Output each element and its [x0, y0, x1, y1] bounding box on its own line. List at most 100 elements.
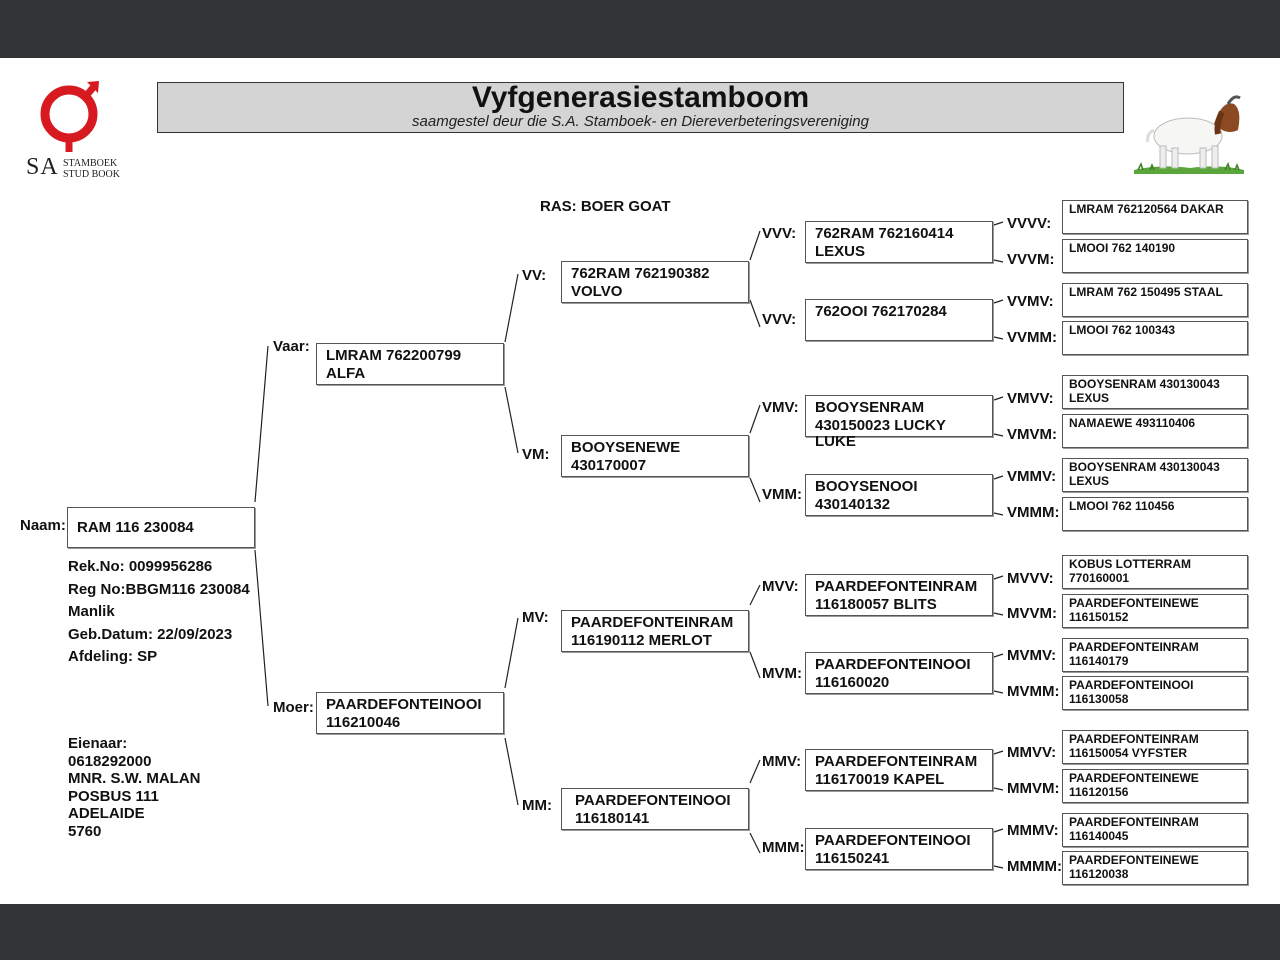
- ancestor-MMM-line-2: 116150241: [815, 850, 890, 867]
- ancestor-MMV-line-2: 116170019 KAPEL: [815, 771, 945, 788]
- ancestor-MV-line-1: PAARDEFONTEINRAM: [571, 614, 734, 631]
- label-VVVM: VVVM:: [1007, 251, 1055, 268]
- section: Afdeling: SP: [68, 648, 158, 665]
- label-VMMV: VMMV:: [1007, 468, 1057, 485]
- ancestor-box-VVVV: LMRAM 762120564 DAKAR: [1062, 200, 1248, 234]
- ancestor-box-VV: 762RAM 762190382 VOLVO: [561, 261, 749, 303]
- ancestor-box-VVM: 762OOI 762170284: [805, 299, 993, 341]
- ancestor-box-MMV: PAARDEFONTEINRAM 116170019 KAPEL: [805, 749, 993, 791]
- registration-account-number: Rek.No: 0099956286: [68, 558, 213, 575]
- ancestor-box-VMV: BOOYSENRAM 430150023 LUCKY LUKE: [805, 395, 993, 449]
- ancestor-MVV-line-1: PAARDEFONTEINRAM: [815, 578, 978, 595]
- ancestor-VMV-line-2: 430150023 LUCKY: [815, 417, 946, 434]
- label-VV: VV:: [522, 267, 547, 284]
- label-MMMM: MMMM:: [1007, 858, 1062, 875]
- ancestor-box-MVMV: PAARDEFONTEINRAM 116140179: [1062, 638, 1248, 672]
- label-VMVM: VMVM:: [1007, 426, 1057, 443]
- ancestor-box-VVVM: LMOOI 762 140190: [1062, 239, 1248, 273]
- ancestor-VVMV-line-1: LMRAM 762 150495 STAAL: [1069, 285, 1223, 299]
- label-MVMV: MVMV:: [1007, 647, 1057, 664]
- dam-box: PAARDEFONTEINOOI 116210046: [316, 692, 504, 734]
- registration-number: Reg No:BBGM116 230084: [68, 580, 250, 598]
- ancestor-MMMM-line-2: 116120038: [1069, 867, 1129, 881]
- label-MVV: MVV:: [762, 578, 799, 595]
- ancestor-VMV-line-3: LUKE: [815, 433, 856, 450]
- ancestor-MM-line-2: 116180141: [575, 810, 650, 827]
- animal-details: Rek.No: 0099956286 Reg No:BBGM116 230084…: [68, 556, 250, 669]
- ancestor-box-VMM: BOOYSENOOI 430140132: [805, 474, 993, 516]
- sire-line-1: LMRAM 762200799: [326, 347, 462, 364]
- ancestor-MMMV-line-1: PAARDEFONTEINRAM: [1069, 815, 1199, 829]
- ancestor-VVMM-line-1: LMOOI 762 100343: [1069, 323, 1176, 337]
- ancestor-box-MMVM: PAARDEFONTEINEWE 116120156: [1062, 769, 1248, 803]
- animal-name-box: RAM 116 230084: [67, 507, 255, 548]
- dam-label: Moer:: [273, 699, 314, 716]
- ancestor-MVVV-line-2: 770160001: [1069, 571, 1130, 585]
- ancestor-MVVM-line-1: PAARDEFONTEINEWE: [1069, 596, 1199, 610]
- animal-name-label: Naam:: [20, 517, 66, 534]
- label-VMMM: VMMM:: [1007, 504, 1060, 521]
- owner-details: Eienaar: 0618292000 MNR. S.W. MALAN POSB…: [68, 735, 201, 841]
- ancestor-VM-line-2: 430170007: [571, 457, 647, 474]
- sa-studbook-logo: SA STAMBOEK STUD BOOK: [24, 80, 134, 180]
- label-VMVV: VMVV:: [1007, 390, 1054, 407]
- top-frame-bar: [0, 0, 1280, 58]
- owner-postal-box: POSBUS 111: [68, 787, 159, 805]
- page-subtitle: saamgestel deur die S.A. Stamboek- en Di…: [412, 113, 869, 130]
- ancestor-MMV-line-1: PAARDEFONTEINRAM: [815, 753, 978, 770]
- label-MMVM: MMVM:: [1007, 780, 1060, 797]
- label-VVMV: VVMV:: [1007, 293, 1054, 310]
- ancestor-box-VMMM: LMOOI 762 110456: [1062, 497, 1248, 531]
- ancestor-box-VMVM: NAMAEWE 493110406: [1062, 414, 1248, 448]
- ancestor-box-MMMV: PAARDEFONTEINRAM 116140045: [1062, 813, 1248, 847]
- ancestor-box-MVM: PAARDEFONTEINOOI 116160020: [805, 652, 993, 694]
- ancestor-MMMM-line-1: PAARDEFONTEINEWE: [1069, 853, 1199, 867]
- label-VVVV: VVVV:: [1007, 215, 1052, 232]
- ancestor-MMVM-line-1: PAARDEFONTEINEWE: [1069, 771, 1199, 785]
- ancestor-MMVM-line-2: 116120156: [1069, 785, 1129, 799]
- label-VVM: VVV:: [762, 311, 797, 328]
- ancestor-VVV-line-1: 762RAM 762160414: [815, 225, 954, 242]
- ancestor-MV-line-2: 116190112 MERLOT: [571, 632, 712, 649]
- ancestor-box-VMMV: BOOYSENRAM 430130043 LEXUS: [1062, 458, 1248, 492]
- ancestor-box-MVV: PAARDEFONTEINRAM 116180057 BLITS: [805, 574, 993, 616]
- label-VVMM: VVMM:: [1007, 329, 1057, 346]
- label-MVMM: MVMM:: [1007, 683, 1060, 700]
- ancestor-VV-line-1: 762RAM 762190382: [571, 265, 710, 282]
- ancestor-MMVV-line-1: PAARDEFONTEINRAM: [1069, 732, 1199, 746]
- label-MMV: MMV:: [762, 753, 802, 770]
- label-MMMV: MMMV:: [1007, 822, 1059, 839]
- ancestor-VVVM-line-1: LMOOI 762 140190: [1069, 241, 1176, 255]
- ancestor-VMVV-line-1: BOOYSENRAM 430130043: [1069, 377, 1220, 391]
- ancestor-box-VVV: 762RAM 762160414 LEXUS: [805, 221, 993, 263]
- label-MVVM: MVVM:: [1007, 605, 1057, 622]
- ancestor-MMVV-line-2: 116150054 VYFSTER: [1069, 746, 1188, 760]
- ancestor-VMVV-line-2: LEXUS: [1069, 391, 1110, 405]
- ancestor-MVMM-line-2: 116130058: [1069, 692, 1129, 706]
- ancestor-box-MMVV: PAARDEFONTEINRAM 116150054 VYFSTER: [1062, 730, 1248, 764]
- animal-sex: Manlik: [68, 603, 115, 620]
- logo-subtext: STAMBOEK STUD BOOK: [63, 158, 120, 180]
- ancestor-MVM-line-1: PAARDEFONTEINOOI: [815, 656, 971, 673]
- ancestor-MMM-line-1: PAARDEFONTEINOOI: [815, 832, 971, 849]
- ancestor-VMM-line-2: 430140132: [815, 496, 891, 513]
- dam-line-2: 116210046: [326, 714, 401, 731]
- page-title: Vyfgenerasiestamboom: [471, 81, 810, 114]
- ancestor-VV-line-2: VOLVO: [571, 283, 623, 300]
- owner-heading: Eienaar:: [68, 735, 128, 752]
- ancestor-box-VMVV: BOOYSENRAM 430130043 LEXUS: [1062, 375, 1248, 409]
- ancestor-MVM-line-2: 116160020: [815, 674, 890, 691]
- label-MMM: MMM:: [762, 839, 805, 856]
- ancestor-box-MMMM: PAARDEFONTEINEWE 116120038: [1062, 851, 1248, 885]
- birth-date: Geb.Datum: 22/09/2023: [68, 625, 233, 643]
- ancestor-VVV-line-2: LEXUS: [815, 243, 866, 260]
- ancestor-box-MM: PAARDEFONTEINOOI 116180141: [561, 788, 749, 830]
- ancestor-MMMV-line-2: 116140045: [1069, 829, 1129, 843]
- ancestor-VMM-line-1: BOOYSENOOI: [815, 478, 918, 495]
- label-MVVV: MVVV:: [1007, 570, 1054, 587]
- label-VMM: VMM:: [762, 486, 802, 503]
- ancestor-VMMV-line-1: BOOYSENRAM 430130043: [1069, 460, 1220, 474]
- sire-box: LMRAM 762200799 ALFA: [316, 343, 504, 385]
- ancestor-VVVV-line-1: LMRAM 762120564 DAKAR: [1069, 202, 1224, 216]
